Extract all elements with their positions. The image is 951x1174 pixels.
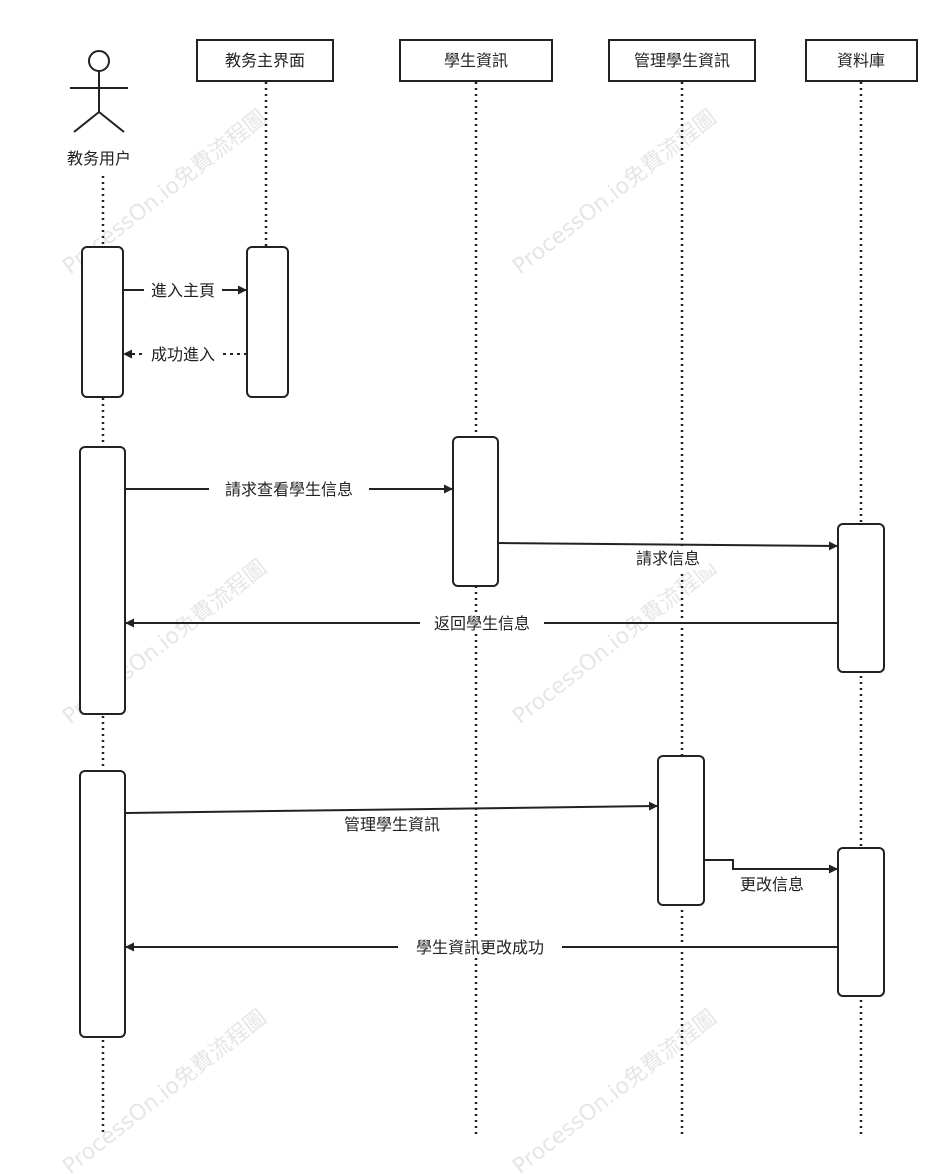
watermark: ProcessOn.io免費流程圖	[508, 555, 721, 729]
activation-bar	[81, 246, 124, 398]
message-label: 學生資訊更改成功	[416, 938, 544, 957]
actor-label: 教务用户	[67, 149, 131, 168]
actor: 教务用户	[67, 50, 131, 168]
participant-box: 教务主界面	[196, 39, 334, 82]
participant-box: 資料庫	[805, 39, 918, 82]
message-label-group: 進入主頁 成功進入 請求查看學生信息 請求信息 返回學生信息 管理學生資訊 更改…	[144, 279, 813, 958]
participant-label: 教务主界面	[225, 51, 305, 70]
watermark: ProcessOn.io免費流程圖	[508, 1005, 721, 1174]
message-arrow	[124, 801, 659, 814]
message-arrow	[704, 859, 838, 874]
message-label: 成功進入	[151, 345, 215, 364]
message-label: 管理學生資訊	[344, 815, 440, 834]
participant-label: 學生資訊	[444, 51, 508, 70]
watermark-layer: ProcessOn.io免費流程圖 ProcessOn.io免費流程圖 Proc…	[58, 105, 721, 1174]
message-label: 請求信息	[636, 549, 700, 568]
message-label: 進入主頁	[151, 281, 215, 300]
activation-bar	[246, 246, 289, 398]
activation-bar	[837, 847, 885, 997]
activation-bar	[79, 770, 126, 1038]
participant-label: 資料庫	[837, 51, 885, 70]
activation-bar	[452, 436, 499, 587]
message-label: 更改信息	[740, 875, 804, 894]
participant-box: 學生資訊	[399, 39, 553, 82]
activation-bar	[837, 523, 885, 673]
activation-bar	[79, 446, 126, 715]
message-label: 返回學生信息	[434, 614, 530, 633]
watermark: ProcessOn.io免費流程圖	[508, 105, 721, 279]
participant-box: 管理學生資訊	[608, 39, 756, 82]
message-arrow	[497, 541, 839, 551]
participant-label: 管理學生資訊	[634, 51, 730, 70]
activation-bar	[657, 755, 705, 906]
message-label: 請求查看學生信息	[225, 480, 353, 499]
stick-figure-icon	[70, 50, 128, 133]
